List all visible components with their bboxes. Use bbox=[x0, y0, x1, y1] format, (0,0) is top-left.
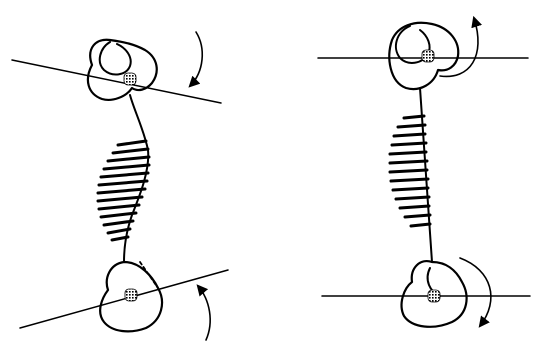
left-upper-inner-loop bbox=[100, 42, 131, 75]
right-lower-rotation-arrow bbox=[460, 258, 491, 326]
left-rib-lines bbox=[98, 141, 149, 240]
left-upper-tilt-line bbox=[12, 60, 221, 103]
left-upper-rotation-arrow bbox=[190, 32, 202, 86]
right-upper-rotation-arrow bbox=[440, 18, 478, 76]
left-panel bbox=[12, 32, 228, 340]
left-lower-rotation-arrow bbox=[198, 286, 210, 340]
left-upper-outline bbox=[88, 40, 157, 100]
left-lower-tilt-line bbox=[20, 270, 228, 328]
left-lower-joint-dot bbox=[125, 289, 137, 301]
right-lower-joint-dot bbox=[428, 290, 440, 302]
left-upper-joint-dot bbox=[124, 73, 136, 85]
right-panel bbox=[318, 18, 530, 327]
right-spine-line bbox=[420, 88, 432, 262]
right-upper-joint-dot bbox=[422, 50, 434, 62]
left-lower-dashed-line bbox=[140, 262, 158, 288]
